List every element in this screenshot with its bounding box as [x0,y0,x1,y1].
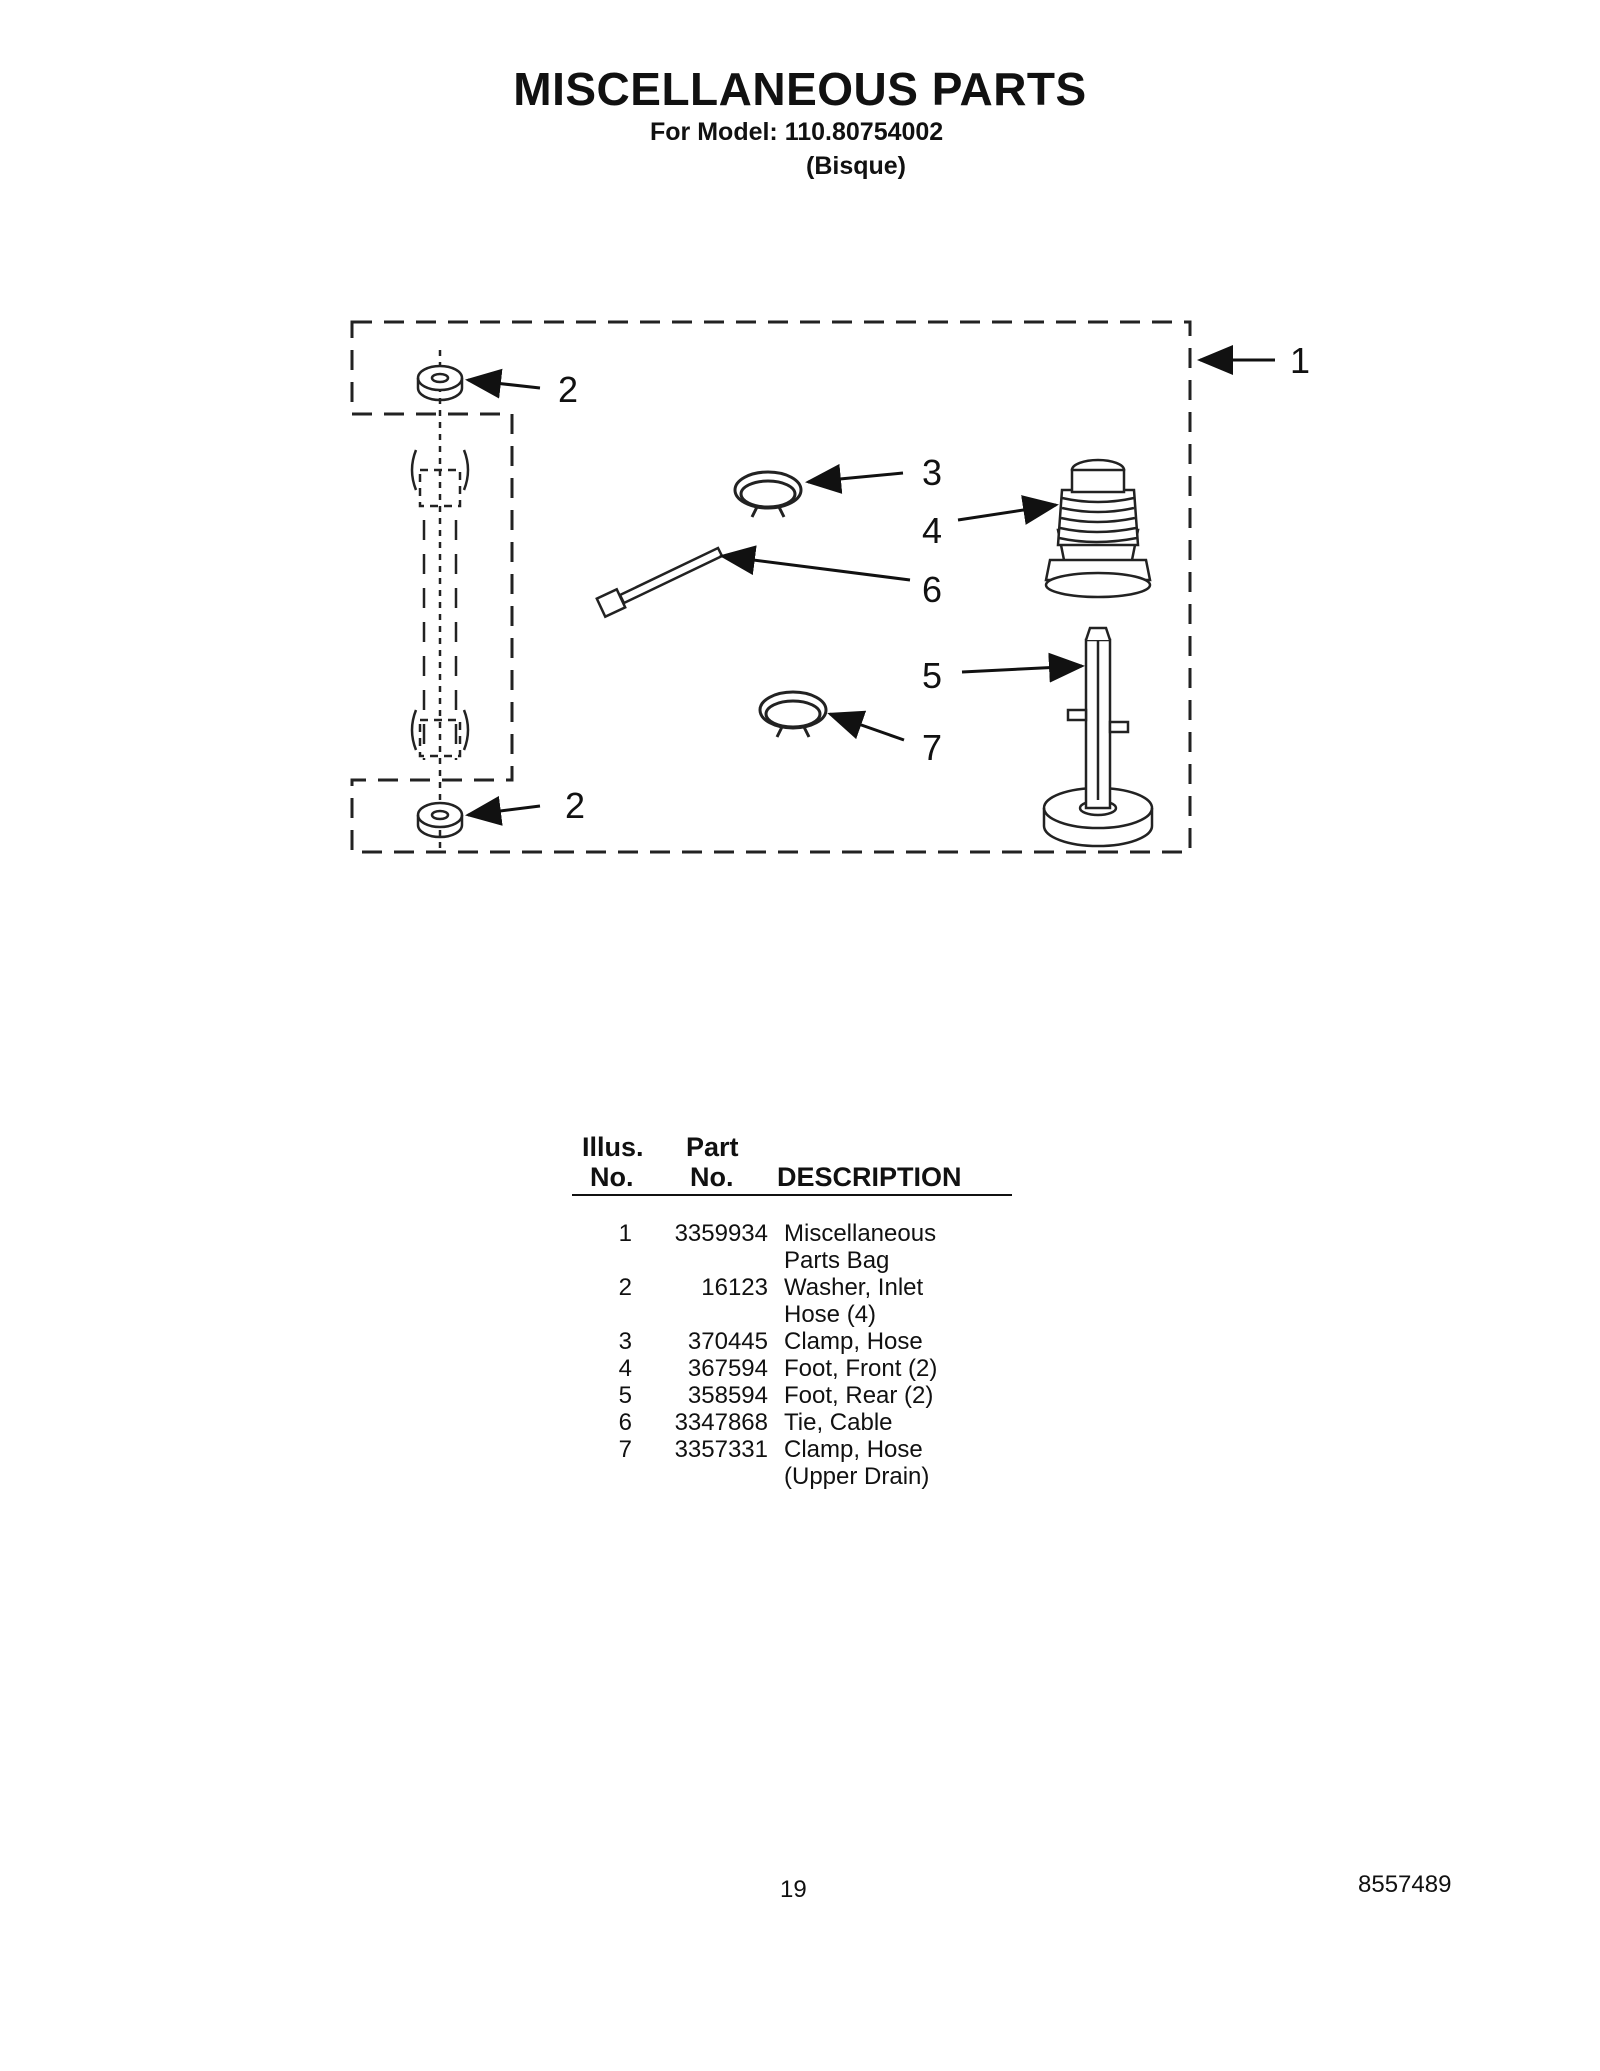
callout-2-bottom: 2 [565,785,585,826]
callout-6: 6 [922,569,942,610]
row-illus: 3 [618,1328,632,1355]
row-illus: 1 [618,1220,632,1247]
cable-tie-icon [595,546,724,619]
row-illus: 5 [618,1382,632,1409]
row-illus: 7 [618,1436,632,1463]
row-illus: 2 [618,1274,632,1301]
row-desc: Foot, Rear (2) [784,1382,934,1409]
header-description: DESCRIPTION [777,1162,962,1192]
callout-3: 3 [922,452,942,493]
washer-bottom-icon [416,801,464,839]
callout-2-top: 2 [558,369,578,410]
header-illus: Illus. [582,1132,644,1162]
front-foot-icon [1044,458,1152,599]
row-illus: 4 [618,1355,632,1382]
header-part: Part [686,1132,739,1162]
row-part: 3347868 [674,1409,768,1436]
color-line: (Bisque) [806,152,906,180]
leader-7 [827,710,905,742]
callout-1: 1 [1290,340,1310,381]
row-part: 370445 [687,1328,768,1355]
leader-5 [961,652,1085,683]
row-part: 367594 [687,1355,768,1382]
callout-4: 4 [922,510,942,551]
leader-2-bottom [465,796,541,826]
leader-2-top [465,368,541,399]
washer-top-icon [416,364,464,402]
row-desc: Foot, Front (2) [784,1355,938,1382]
parts-bag-outline [350,320,1192,854]
parts-diagram: 1 2 2 3 4 5 6 7 [350,320,1310,854]
leader-6 [719,545,911,582]
header-rule [572,1194,1012,1196]
row-desc: Clamp, Hose (Upper Drain) [784,1436,930,1490]
callout-7: 7 [922,727,942,768]
hose-clamp-icon [733,470,803,518]
upper-drain-clamp-icon [758,690,828,738]
header-illus-no: No. [590,1162,634,1192]
row-illus: 6 [618,1409,632,1436]
document-number: 8557489 [1358,1871,1452,1898]
row-desc: Miscellaneous Parts Bag [784,1220,937,1274]
rear-foot-icon [1042,626,1154,848]
page-number: 19 [780,1876,807,1903]
callout-5: 5 [922,655,942,696]
leader-3 [805,463,904,494]
row-desc: Tie, Cable [784,1409,893,1436]
leader-4 [957,495,1059,525]
row-part: 3357331 [674,1436,768,1463]
row-desc: Washer, Inlet Hose (4) [784,1274,924,1328]
inlet-hose-illustration [410,350,470,850]
row-desc: Clamp, Hose [784,1328,923,1355]
row-part: 358594 [687,1382,768,1409]
header-part-no: No. [690,1162,734,1192]
row-part: 16123 [701,1274,768,1301]
model-line: For Model: 110.80754002 [650,118,944,146]
page-title: MISCELLANEOUS PARTS [513,63,1087,115]
row-part: 3359934 [674,1220,768,1247]
